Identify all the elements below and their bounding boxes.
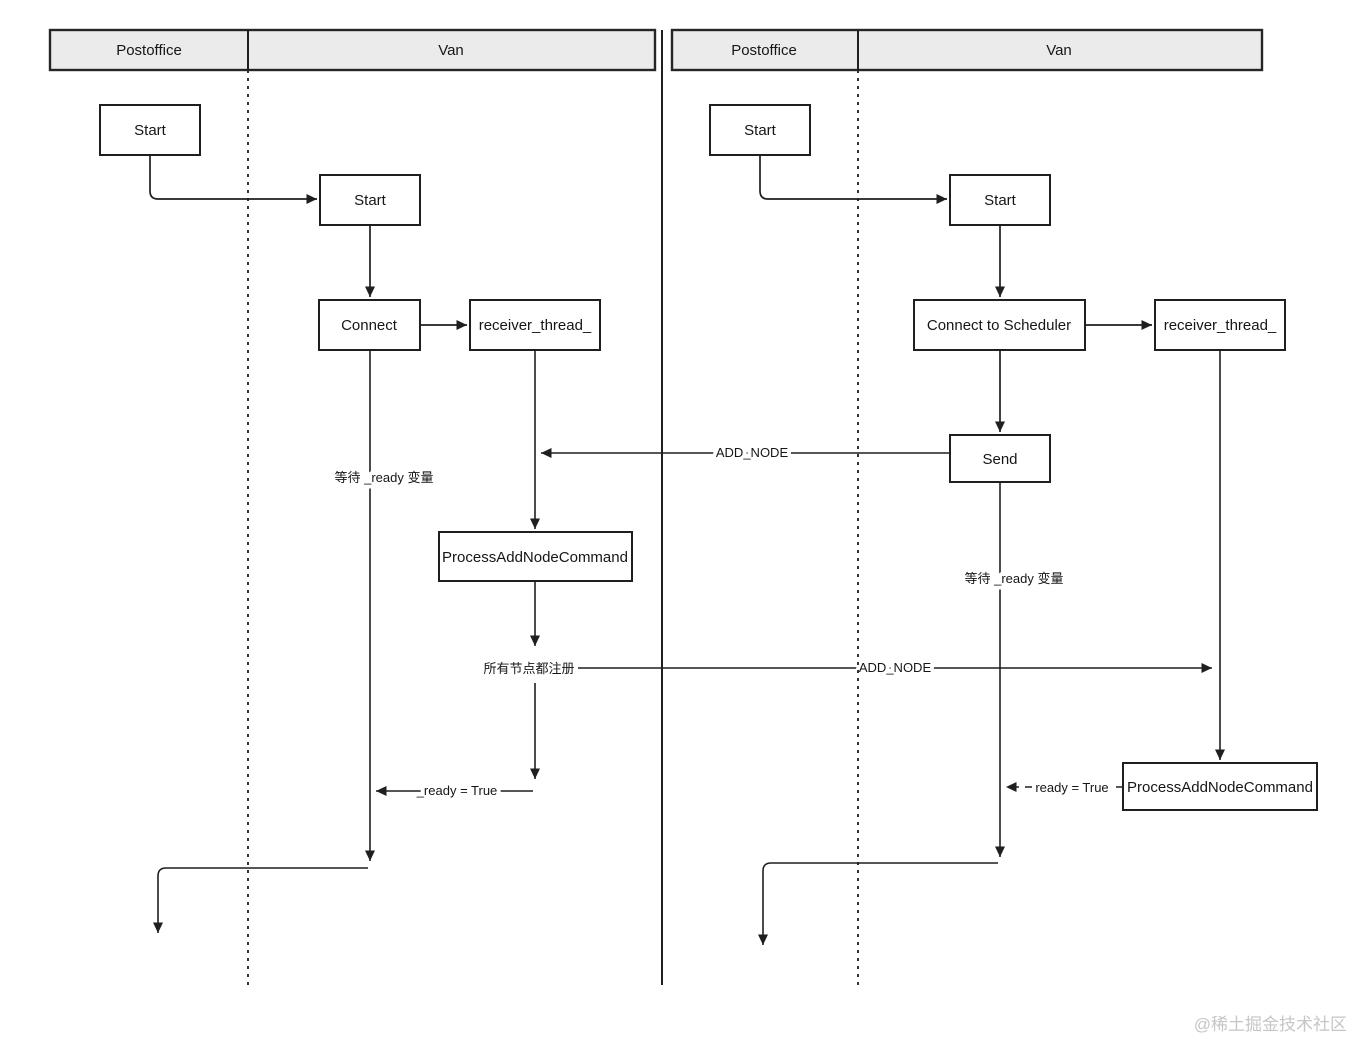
right-node-receiver-thread-label: receiver_thread_: [1164, 317, 1277, 334]
left-node-process-add-node: [438, 531, 633, 582]
left-node-process-add-node-label: ProcessAddNodeCommand: [442, 549, 628, 566]
right-node-process-add-node: [1122, 762, 1318, 811]
left-header-bar: [48, 28, 657, 72]
right-node-process-add-node-label: ProcessAddNodeCommand: [1127, 779, 1313, 796]
right-header-bar: [670, 28, 1264, 72]
right-diagram: Postoffice Van Start Start Connect to Sc…: [670, 28, 1318, 985]
right-node-start-postoffice: [709, 104, 811, 156]
left-node-start-postoffice-label: Start: [134, 122, 167, 139]
right-label-wait-ready: 等待 _ready 变量: [965, 571, 1064, 586]
watermark-text: @稀土掘金技术社区: [1194, 1015, 1347, 1034]
left-node-start-van: [319, 174, 421, 226]
left-label-add-node: ADD_NODE: [716, 445, 789, 460]
right-label-ready-true: ready = True: [1035, 780, 1108, 795]
left-label-ready-true: _ready = True: [416, 783, 498, 798]
left-edge-start-to-start: [149, 155, 317, 204]
right-node-start-van-label: Start: [984, 192, 1017, 209]
left-bottom-exit-arrow: [153, 867, 368, 933]
left-node-start-van-label: Start: [354, 192, 387, 209]
right-edge-start-to-start: [759, 155, 947, 204]
left-actor-postoffice-label: Postoffice: [116, 42, 182, 59]
left-node-connect-label: Connect: [341, 317, 398, 334]
left-actor-van-label: Van: [438, 42, 464, 59]
left-node-receiver-thread-label: receiver_thread_: [479, 317, 592, 334]
left-diagram: Postoffice Van Start Start Connect recei…: [48, 28, 1212, 985]
right-node-send-label: Send: [982, 451, 1017, 468]
left-node-start-postoffice: [99, 104, 201, 156]
left-node-receiver-thread: [469, 299, 601, 351]
right-label-add-node: ADD_NODE: [859, 660, 932, 675]
right-actor-postoffice-label: Postoffice: [731, 42, 797, 59]
right-node-send: [949, 434, 1051, 483]
right-node-receiver-thread: [1154, 299, 1286, 351]
right-node-start-postoffice-label: Start: [744, 122, 777, 139]
left-label-wait-ready: 等待 _ready 变量: [335, 470, 434, 485]
right-actor-van-label: Van: [1046, 42, 1072, 59]
right-node-start-van: [949, 174, 1051, 226]
right-node-connect-scheduler-label: Connect to Scheduler: [927, 317, 1071, 334]
left-label-all-nodes-registered: 所有节点都注册: [483, 661, 574, 676]
right-bottom-exit-arrow: [758, 862, 998, 945]
